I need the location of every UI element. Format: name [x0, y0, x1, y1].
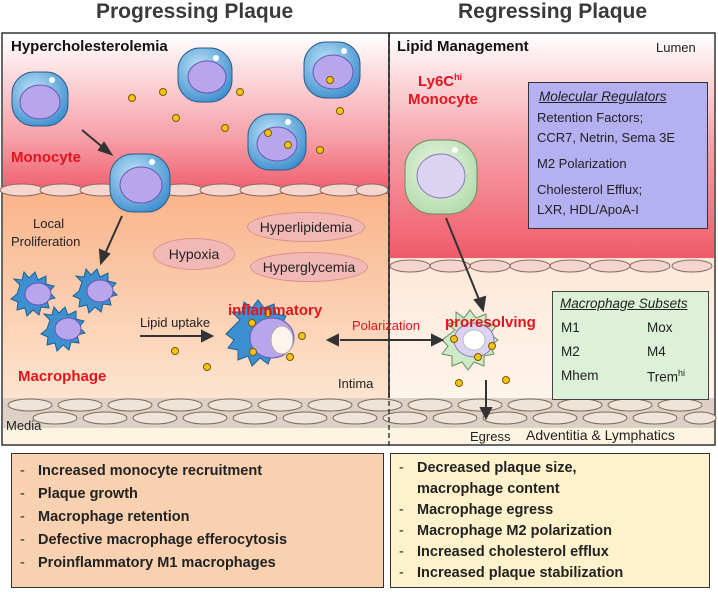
subset-m1: M1	[561, 320, 580, 335]
hypercholesterolemia-label: Hypercholesterolemia	[11, 38, 168, 55]
macrophage-label: Macrophage	[18, 368, 107, 385]
regulator-line-5: LXR, HDL/ApoA-I	[537, 202, 639, 217]
subset-mox: Mox	[647, 320, 673, 335]
monocyte-cell-3	[303, 41, 361, 99]
subset-m2: M2	[561, 344, 580, 359]
arrows	[81, 129, 493, 421]
intima-label: Intima	[338, 376, 374, 391]
monocyte-cell-4	[247, 113, 307, 171]
monocyte-cell-2	[177, 47, 233, 103]
regressing-outcome: -Increased plaque stabilization	[399, 563, 623, 584]
regressing-outcome-continued: macrophage content	[417, 481, 560, 497]
regressing-outcomes-box: -Decreased plaque size, macrophage conte…	[390, 453, 710, 588]
regulator-line-3: M2 Polarization	[537, 156, 627, 171]
macrophage-subsets-box: Macrophage Subsets M1 Mox M2 M4 Mhem Tre…	[552, 291, 709, 400]
regulator-line-4: Cholesterol Efflux;	[537, 182, 643, 197]
bullet-dash: -	[20, 509, 25, 525]
bullet-dash: -	[20, 532, 25, 548]
ly6c-label-sup: hi	[454, 72, 463, 82]
hyperglycemia-oval: Hyperglycemia	[250, 252, 368, 282]
bullet-dash: -	[20, 463, 25, 479]
hyperlipidemia-label: Hyperlipidemia	[259, 219, 353, 235]
endothelium-right	[389, 259, 713, 273]
proresolving-macrophage-cell	[441, 309, 499, 371]
ly6c-label: Ly6Chi	[418, 72, 462, 90]
header-regressing: Regressing Plaque	[458, 0, 648, 23]
hypoxia-oval: Hypoxia	[153, 238, 235, 270]
hypoxia-label: Hypoxia	[168, 246, 220, 262]
monocyte-cell-migrating	[109, 153, 171, 213]
inflammatory-label: inflammatory	[228, 302, 323, 319]
monocyte-label: Monocyte	[11, 149, 82, 166]
endothelium-left	[0, 183, 389, 197]
macrophage-cluster	[10, 267, 118, 352]
ly6c-monocyte-cell	[404, 139, 478, 215]
progressing-outcome: -Proinflammatory M1 macrophages	[20, 552, 287, 575]
lipid-management-label: Lipid Management	[397, 38, 529, 55]
progressing-outcome: -Increased monocyte recruitment	[20, 460, 287, 483]
macrophage-subsets-title: Macrophage Subsets	[560, 296, 688, 311]
progressing-outcome: -Defective macrophage efferocytosis	[20, 529, 287, 552]
adventitia-label: Adventitia & Lymphatics	[526, 427, 675, 443]
proresolving-label: proresolving	[445, 314, 536, 331]
regulator-line-2: CCR7, Netrin, Sema 3E	[537, 130, 675, 145]
regressing-outcome: -Macrophage M2 polarization	[399, 521, 623, 542]
header-progressing: Progressing Plaque	[96, 0, 294, 23]
bullet-dash: -	[20, 555, 25, 571]
progressing-outcome: -Macrophage retention	[20, 506, 287, 529]
monocyte-cell-1	[11, 71, 69, 127]
local-proliferation-label-1: Local	[33, 216, 65, 231]
egress-label: Egress	[470, 429, 511, 444]
lipid-uptake-label: Lipid uptake	[140, 315, 211, 330]
subset-trem-sup: hi	[678, 368, 686, 378]
lumen-label: Lumen	[656, 40, 696, 55]
bullet-dash: -	[399, 544, 404, 560]
inflammatory-macrophage-cell	[225, 299, 295, 367]
regressing-outcome: -Decreased plaque size,	[399, 458, 623, 479]
bullet-dash: -	[399, 460, 404, 476]
ly6c-monocyte-label: Monocyte	[408, 91, 479, 108]
bullet-dash: -	[399, 523, 404, 539]
molecular-regulators-title: Molecular Regulators	[539, 89, 667, 104]
bullet-dash: -	[20, 486, 25, 502]
regressing-outcome: -Increased cholesterol efflux	[399, 542, 623, 563]
media-label: Media	[6, 418, 42, 433]
bullet-dash: -	[399, 502, 404, 518]
polarization-label: Polarization	[352, 318, 420, 333]
ly6c-label-text: Ly6C	[418, 73, 455, 90]
regressing-outcome: -Macrophage egress	[399, 500, 623, 521]
progressing-outcome: -Plaque growth	[20, 483, 287, 506]
regulator-line-1: Retention Factors;	[537, 110, 644, 125]
molecular-regulators-box: Molecular Regulators Retention Factors; …	[528, 82, 708, 229]
regressing-outcomes-list: -Decreased plaque size, macrophage conte…	[399, 458, 623, 584]
subset-mhem: Mhem	[561, 368, 599, 383]
subset-m4: M4	[647, 344, 666, 359]
media-cells	[7, 398, 717, 425]
local-proliferation-label-2: Proliferation	[11, 234, 81, 249]
hyperglycemia-label: Hyperglycemia	[262, 259, 356, 275]
progressing-outcomes-box: -Increased monocyte recruitment -Plaque …	[11, 453, 384, 588]
lipid-particles	[128, 76, 510, 387]
subset-trem-text: Trem	[647, 369, 678, 385]
bullet-dash: -	[399, 565, 404, 581]
progressing-outcomes-list: -Increased monocyte recruitment -Plaque …	[20, 460, 287, 575]
hyperlipidemia-oval: Hyperlipidemia	[247, 212, 365, 242]
subset-trem: Tremhi	[647, 368, 685, 385]
